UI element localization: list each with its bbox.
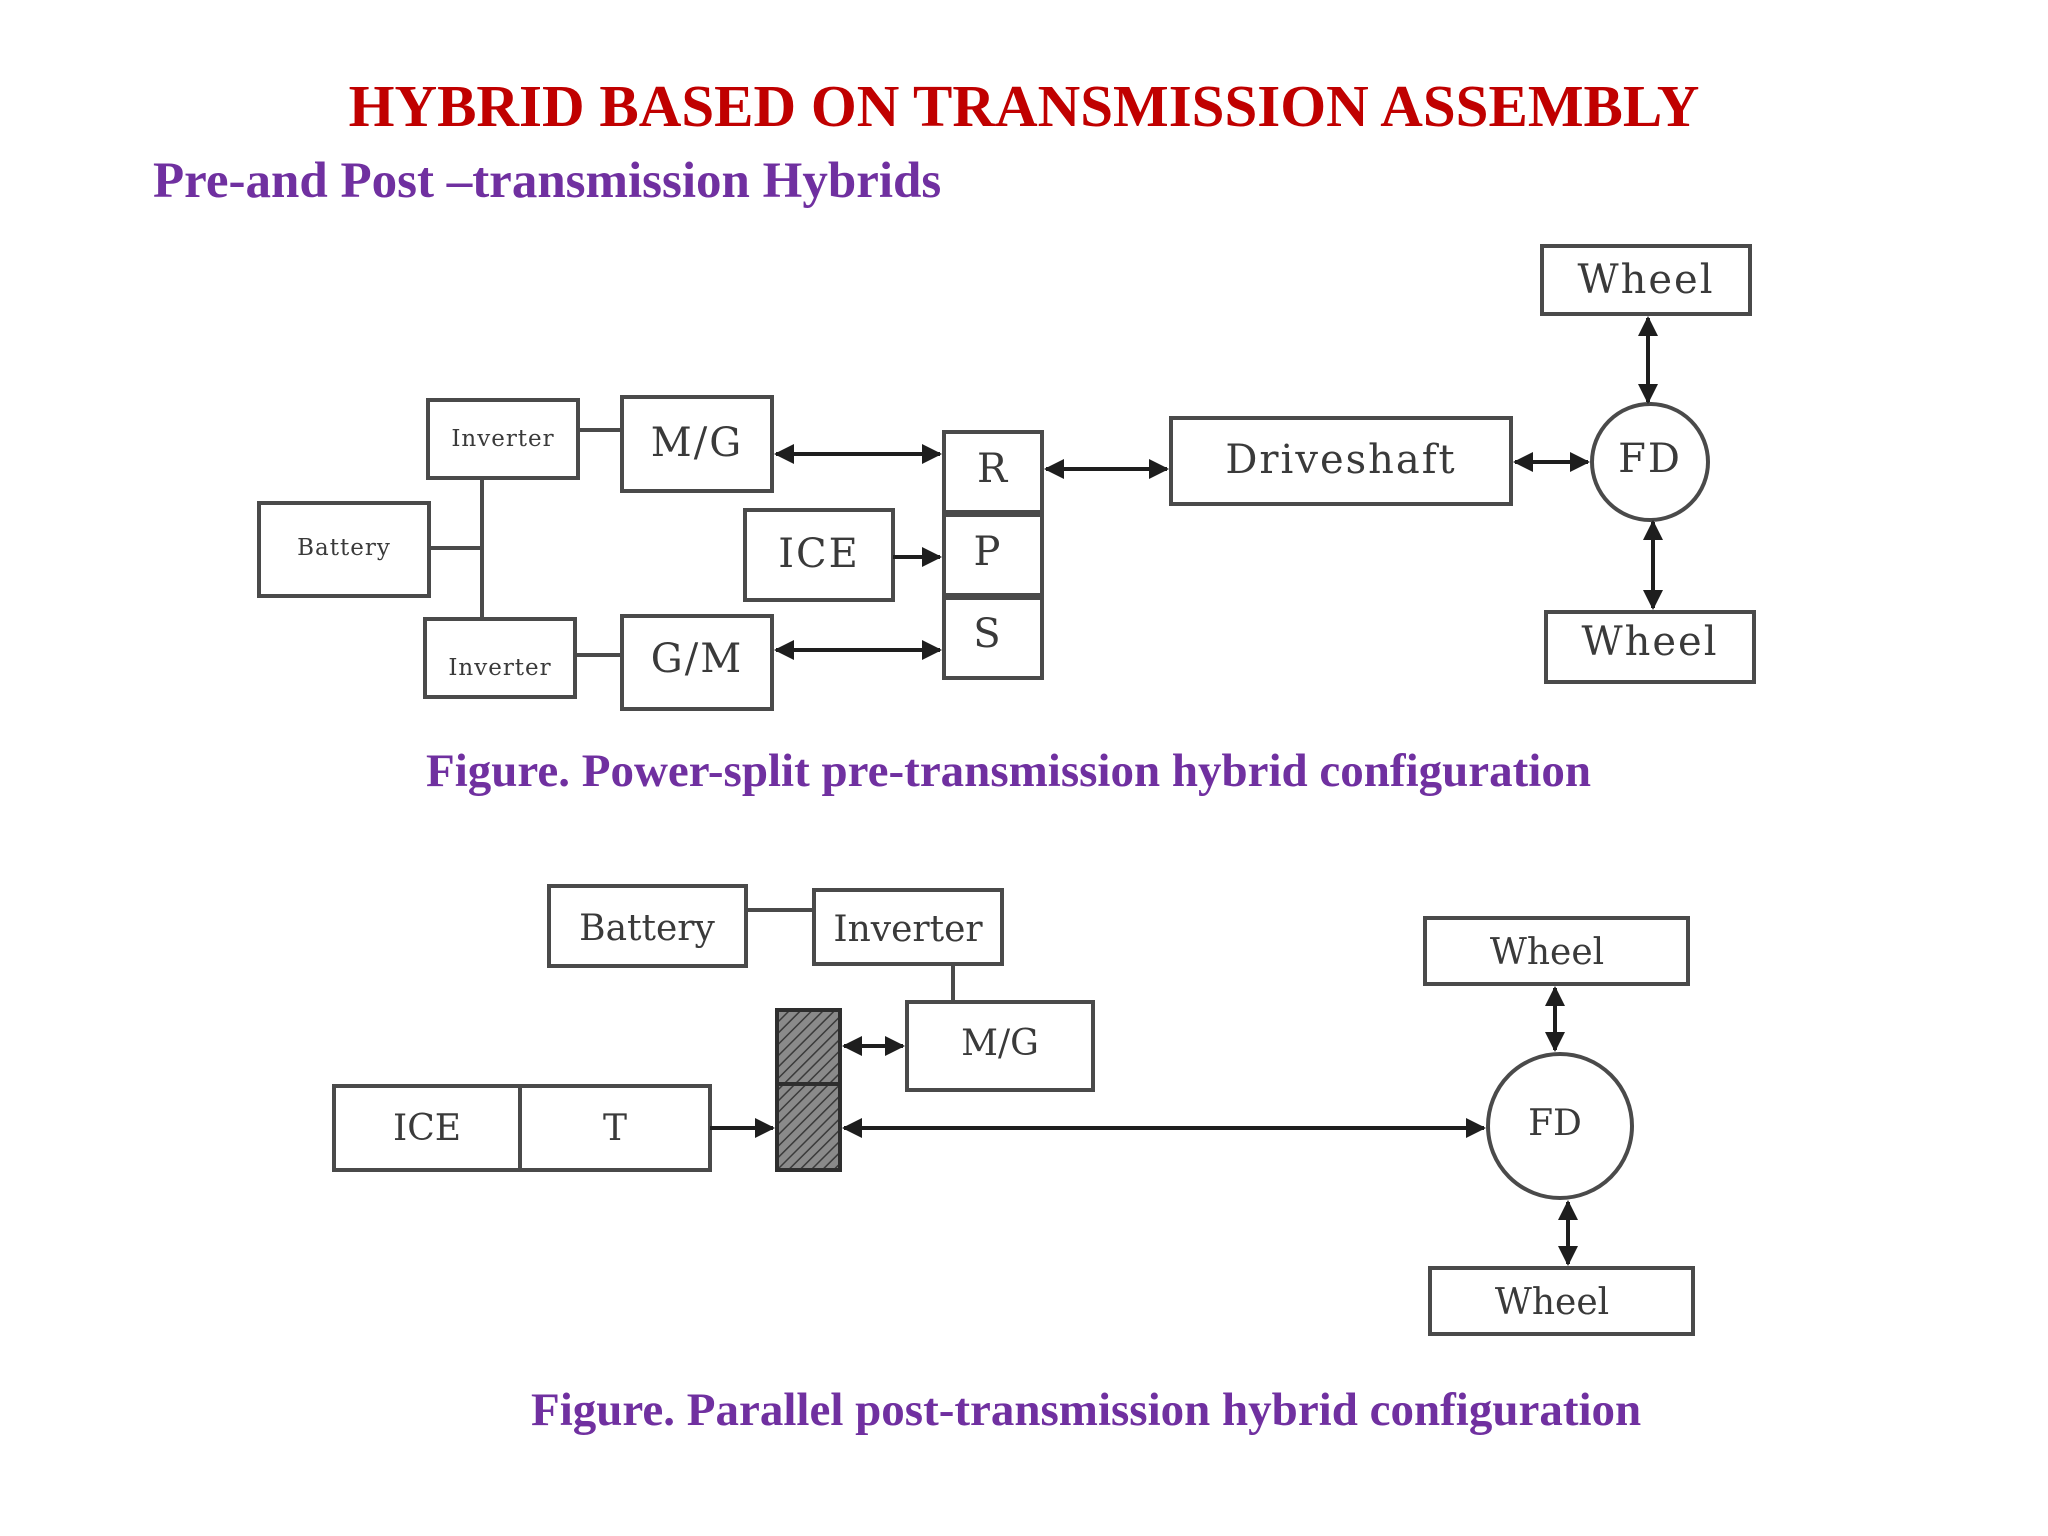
fig1-mg-label: M/G	[651, 420, 743, 466]
fig2-inverter-label: Inverter	[833, 909, 983, 950]
fig1-inverter-bottom-box	[423, 617, 577, 699]
fig2-wheel-bottom-label: Wheel	[1495, 1282, 1609, 1323]
fig2-fd-circle	[1486, 1052, 1634, 1200]
fig2-transmission-box	[518, 1084, 712, 1172]
fig1-planet-gear-label: P	[974, 529, 1003, 575]
figure-power-split-pre-transmission: Inverter Battery Inverter M/G ICE G/M R …	[257, 244, 1756, 711]
fig1-electrical-links	[430, 428, 622, 657]
fig1-wheel-top-box	[1540, 244, 1752, 316]
fig1-gm-label: G/M	[651, 636, 743, 682]
fig2-battery-box	[547, 884, 748, 968]
fig2-mg-label: M/G	[961, 1023, 1039, 1064]
fig1-gm-box	[620, 614, 774, 711]
fig2-wheel-top-box	[1423, 916, 1690, 986]
slide-subtitle: Pre-and Post –transmission Hybrids	[153, 153, 942, 209]
fig1-wheel-top-label: Wheel	[1577, 257, 1714, 303]
fig2-wheel-top-label: Wheel	[1490, 932, 1604, 973]
fig2-inverter-box	[812, 888, 1004, 966]
slide-title: HYBRID BASED ON TRANSMISSION ASSEMBLY	[348, 73, 1700, 139]
fig2-transmission-label: T	[603, 1108, 627, 1149]
fig1-driveshaft-box	[1169, 416, 1513, 506]
fig2-fd-label: FD	[1528, 1103, 1582, 1144]
fig2-torque-coupler	[775, 1008, 842, 1172]
fig1-ice-label: ICE	[778, 531, 860, 577]
fig2-battery-label: Battery	[579, 908, 715, 949]
fig1-battery-box	[257, 501, 431, 598]
fig1-inverter-top-box	[426, 398, 580, 480]
figure1-caption: Figure. Power-split pre-transmission hyb…	[426, 745, 1591, 797]
fig1-inverter-top-label: Inverter	[451, 426, 554, 452]
fig1-planet-gear-box	[942, 513, 1044, 597]
fig1-driveshaft-label: Driveshaft	[1225, 437, 1456, 483]
fig1-inverter-bottom-label: Inverter	[448, 655, 551, 681]
fig1-battery-label: Battery	[297, 535, 391, 561]
fig2-mg-box	[905, 1000, 1095, 1092]
fig2-ice-label: ICE	[393, 1108, 461, 1149]
fig1-fd-label: FD	[1618, 436, 1682, 482]
fig1-wheel-bottom-label: Wheel	[1581, 619, 1718, 665]
fig1-ring-gear-box	[942, 430, 1044, 514]
fig2-wheel-bottom-box	[1428, 1266, 1695, 1336]
fig1-mg-box	[620, 395, 774, 493]
figure2-caption: Figure. Parallel post-transmission hybri…	[531, 1384, 1642, 1436]
figure-parallel-post-transmission: Battery Inverter M/G ICE T FD Wheel Whee…	[332, 884, 1695, 1336]
fig1-wheel-bottom-box	[1544, 610, 1756, 684]
fig1-sun-gear-box	[942, 596, 1044, 680]
fig1-sun-gear-label: S	[973, 611, 1002, 657]
fig1-ring-gear-label: R	[977, 446, 1009, 492]
